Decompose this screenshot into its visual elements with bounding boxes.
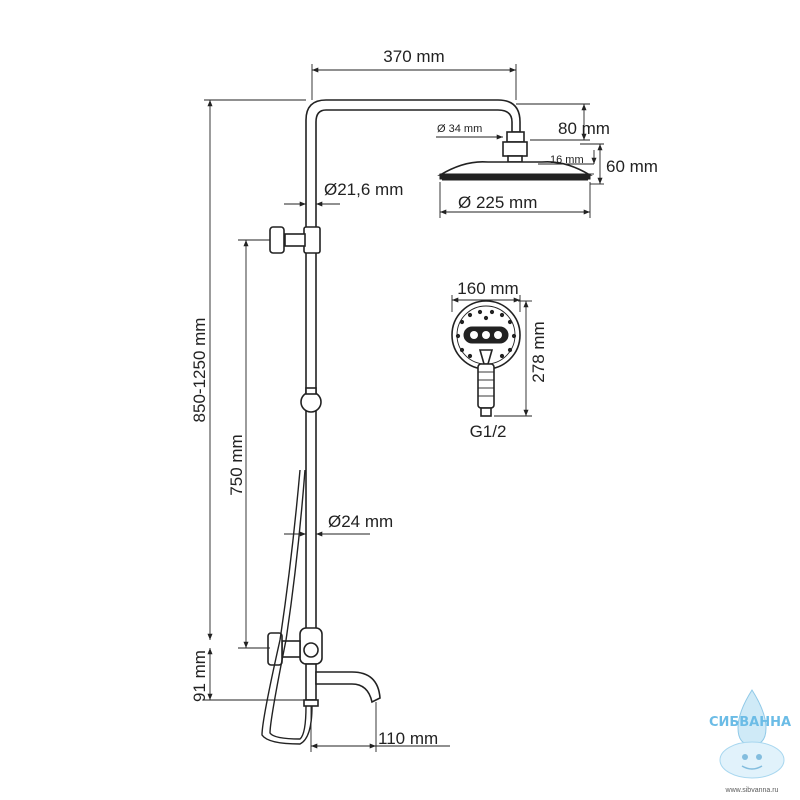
arm-diameter-label: Ø21,6 mm (324, 180, 403, 199)
dim-head-offset: 80 mm (516, 103, 610, 141)
thread-label: G1/2 (470, 422, 507, 441)
dim-spout-length: 110 mm (310, 702, 450, 752)
dim-total-height: 850-1250 mm (190, 99, 306, 701)
dim-pipe-diameter: Ø24 mm (284, 512, 393, 537)
watermark-brand: СИБВАННА (709, 715, 791, 730)
rail-height-label: 750 mm (227, 434, 246, 495)
hand-width-label: 160 mm (457, 279, 518, 298)
dim-arm-diameter: Ø21,6 mm (284, 180, 403, 207)
dim-base-height: 91 mm (190, 648, 213, 702)
slide-holder (300, 387, 322, 413)
spout-length-label: 110 mm (378, 729, 438, 748)
head-thickness-label: 16 mm (550, 154, 584, 166)
total-height-label: 850-1250 mm (190, 318, 209, 423)
top-width-label: 370 mm (383, 47, 444, 66)
hand-shower (451, 300, 521, 417)
shower-hose (261, 469, 313, 745)
dim-head-height: 60 mm (580, 143, 658, 185)
dim-nozzle: Ø 34 mm (436, 123, 503, 140)
head-height-label: 60 mm (606, 157, 658, 176)
overhead-shower-head (437, 160, 593, 181)
dim-hand-width: 160 mm (451, 279, 521, 312)
dim-top-width: 370 mm (311, 47, 517, 100)
nozzle-diameter-label: Ø 34 mm (437, 123, 482, 135)
bath-mixer (267, 627, 381, 707)
head-diameter-label: Ø 225 mm (458, 193, 537, 212)
dim-rail-height: 750 mm (227, 239, 270, 649)
pipe-diameter-label: Ø24 mm (328, 512, 393, 531)
head-offset-label: 80 mm (558, 119, 610, 138)
dim-head-thickness: 16 mm (538, 150, 597, 175)
dim-head-diameter: Ø 225 mm (439, 182, 591, 218)
base-height-label: 91 mm (190, 650, 209, 702)
hand-length-label: 278 mm (529, 321, 548, 382)
upper-valve (269, 226, 321, 254)
shower-column (305, 99, 528, 641)
watermark-logo: СИБВАННА www.sibvanna.ru (709, 689, 791, 794)
watermark-url: www.sibvanna.ru (725, 787, 779, 794)
dim-hand-length: 278 mm (494, 300, 548, 417)
